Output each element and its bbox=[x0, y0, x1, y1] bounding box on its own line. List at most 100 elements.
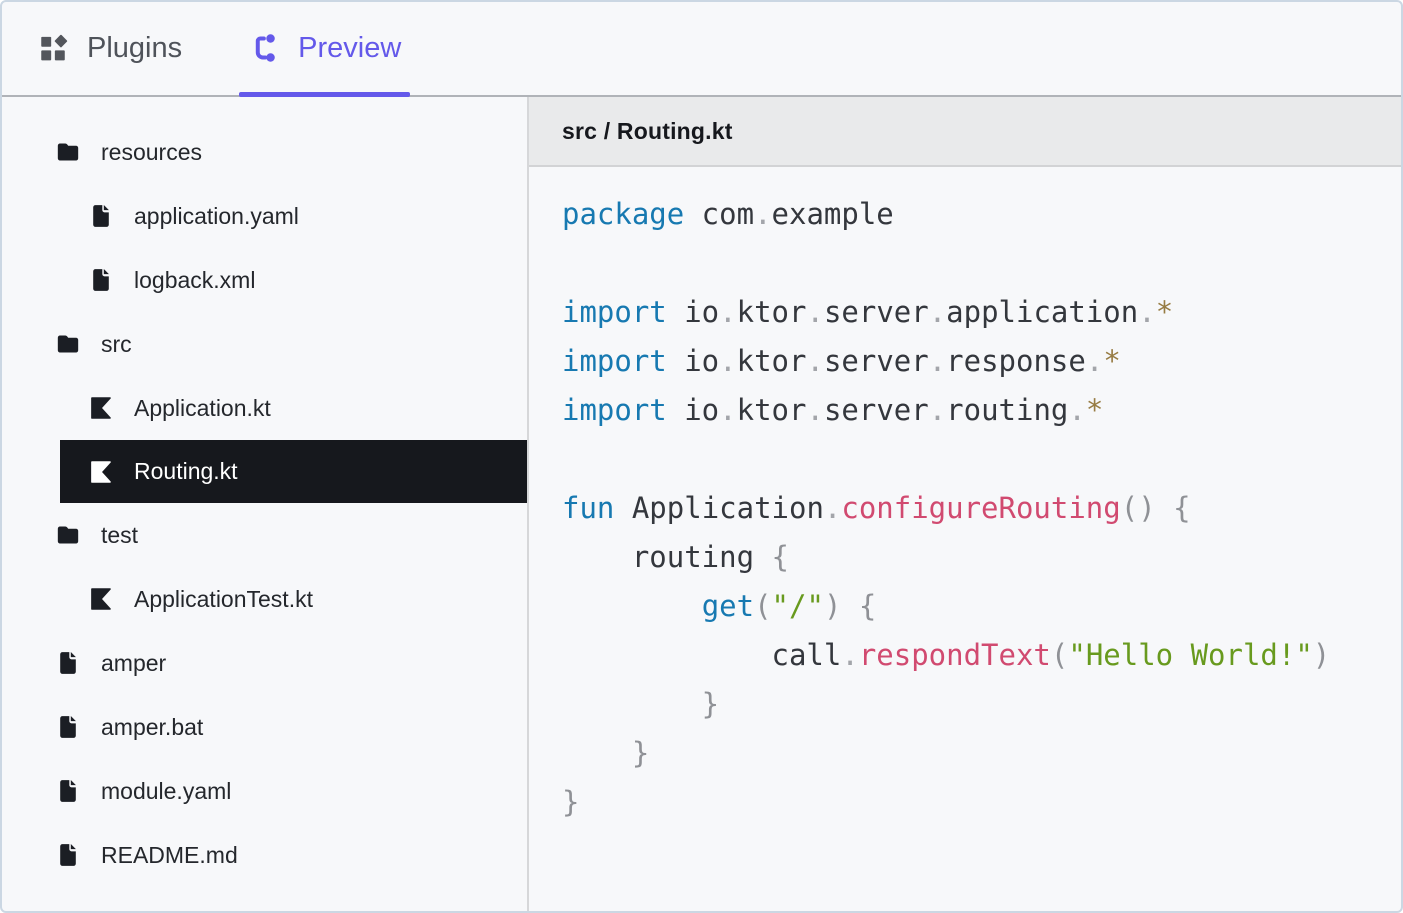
code-line: import io.ktor.server.response.* bbox=[562, 337, 1391, 386]
code-line bbox=[562, 239, 1391, 288]
code-line: call.respondText("Hello World!") bbox=[562, 631, 1391, 680]
code-token: * bbox=[1103, 344, 1121, 378]
plugins-grid-icon bbox=[37, 32, 71, 66]
code-token: . bbox=[719, 295, 737, 329]
code-token: io bbox=[666, 344, 720, 378]
tree-item-test[interactable]: test bbox=[2, 503, 527, 567]
code-token: get bbox=[701, 589, 755, 623]
kotlin-file-icon bbox=[88, 459, 114, 485]
code-token: * bbox=[1155, 295, 1174, 329]
kotlin-file-icon bbox=[88, 395, 114, 421]
tree-item-label: logback.xml bbox=[134, 266, 256, 293]
code-line: import io.ktor.server.application.* bbox=[562, 288, 1391, 337]
code-token: import bbox=[562, 393, 667, 427]
tab-preview[interactable]: Preview bbox=[239, 2, 411, 97]
code-token: } bbox=[562, 736, 650, 770]
code-token: ktor bbox=[736, 393, 807, 427]
code-token: () { bbox=[1120, 491, 1191, 525]
code-token: io bbox=[666, 295, 720, 329]
tab-plugins[interactable]: Plugins bbox=[28, 2, 191, 95]
code-token: ) { bbox=[823, 589, 877, 623]
tree-item-applicationtest-kt[interactable]: ApplicationTest.kt bbox=[2, 567, 527, 631]
tab-preview-label: Preview bbox=[298, 32, 402, 64]
file-icon bbox=[55, 714, 81, 740]
code-token: . bbox=[719, 344, 737, 378]
code-token: . bbox=[928, 393, 947, 427]
tree-item-label: src bbox=[101, 330, 132, 357]
folder-icon bbox=[55, 331, 81, 357]
tree-item-label: Routing.kt bbox=[134, 458, 238, 484]
preview-pane: src / Routing.kt package com. example imp… bbox=[529, 97, 1401, 911]
tree-item-routing-kt[interactable]: Routing.kt bbox=[60, 440, 527, 503]
kotlin-file-icon bbox=[88, 586, 114, 612]
tree-item-readme-md[interactable]: README.md bbox=[2, 823, 527, 887]
code-token: . bbox=[806, 344, 824, 378]
code-token: ( bbox=[754, 589, 772, 623]
code-token: . bbox=[928, 295, 947, 329]
code-token: io bbox=[666, 393, 720, 427]
code-token: . bbox=[719, 393, 737, 427]
folder-icon bbox=[55, 522, 81, 548]
code-token: "Hello World!" bbox=[1068, 638, 1313, 672]
tree-item-application-kt[interactable]: Application.kt bbox=[2, 376, 527, 440]
tree-item-amper-bat[interactable]: amper.bat bbox=[2, 695, 527, 759]
code-token: . bbox=[823, 491, 842, 525]
code-token: "/" bbox=[771, 589, 824, 623]
code-line: } bbox=[562, 778, 1391, 827]
tree-item-src[interactable]: src bbox=[2, 312, 527, 376]
code-token: ktor bbox=[736, 295, 807, 329]
code-token: . bbox=[806, 393, 824, 427]
tree-item-logback-xml[interactable]: logback.xml bbox=[2, 248, 527, 312]
project-tree-icon bbox=[248, 32, 282, 66]
breadcrumb-label: src / Routing.kt bbox=[562, 117, 733, 144]
code-token: routing bbox=[946, 393, 1069, 427]
code-token: application bbox=[946, 295, 1139, 329]
code-token: { bbox=[771, 540, 789, 574]
tree-item-resources[interactable]: resources bbox=[2, 120, 527, 184]
file-icon bbox=[55, 650, 81, 676]
code-token: import bbox=[562, 344, 667, 378]
tab-plugins-label: Plugins bbox=[87, 32, 183, 64]
code-token: . bbox=[1068, 393, 1086, 427]
tree-item-label: ApplicationTest.kt bbox=[134, 585, 313, 612]
folder-icon bbox=[55, 139, 81, 165]
code-token: respondText bbox=[858, 638, 1051, 672]
tree-item-label: README.md bbox=[101, 841, 238, 868]
code-token bbox=[562, 589, 702, 623]
code-token: response bbox=[946, 344, 1086, 378]
code-token: ) bbox=[1312, 638, 1331, 672]
code-line: routing { bbox=[562, 533, 1391, 582]
code-token: com bbox=[684, 197, 755, 231]
tree-item-amper[interactable]: amper bbox=[2, 631, 527, 695]
code-line: fun Application.configureRouting() { bbox=[562, 484, 1391, 533]
file-icon bbox=[55, 778, 81, 804]
code-token: . bbox=[841, 638, 859, 672]
code-line: } bbox=[562, 680, 1391, 729]
code-token: package bbox=[562, 197, 685, 231]
code-token: . bbox=[806, 295, 824, 329]
code-token: example bbox=[771, 197, 894, 231]
file-icon bbox=[88, 203, 114, 229]
code-token: import bbox=[562, 295, 667, 329]
code-line bbox=[562, 435, 1391, 484]
tree-item-module-yaml[interactable]: module.yaml bbox=[2, 759, 527, 823]
file-icon bbox=[88, 267, 114, 293]
file-icon bbox=[55, 842, 81, 868]
code-token: Application bbox=[614, 491, 824, 525]
tree-item-application-yaml[interactable]: application.yaml bbox=[2, 184, 527, 248]
code-token: call bbox=[562, 638, 842, 672]
code-token: ktor bbox=[736, 344, 807, 378]
code-token: server bbox=[823, 295, 929, 329]
tree-item-label: module.yaml bbox=[101, 777, 232, 804]
code-line: import io.ktor.server.routing.* bbox=[562, 386, 1391, 435]
code-token: . bbox=[928, 344, 947, 378]
code-token: fun bbox=[562, 491, 615, 525]
tree-item-label: test bbox=[101, 521, 139, 548]
code-token: } bbox=[562, 785, 580, 819]
code-token: server bbox=[823, 393, 929, 427]
code-token: . bbox=[1138, 295, 1156, 329]
tab-bar: Plugins Preview bbox=[2, 2, 1401, 97]
